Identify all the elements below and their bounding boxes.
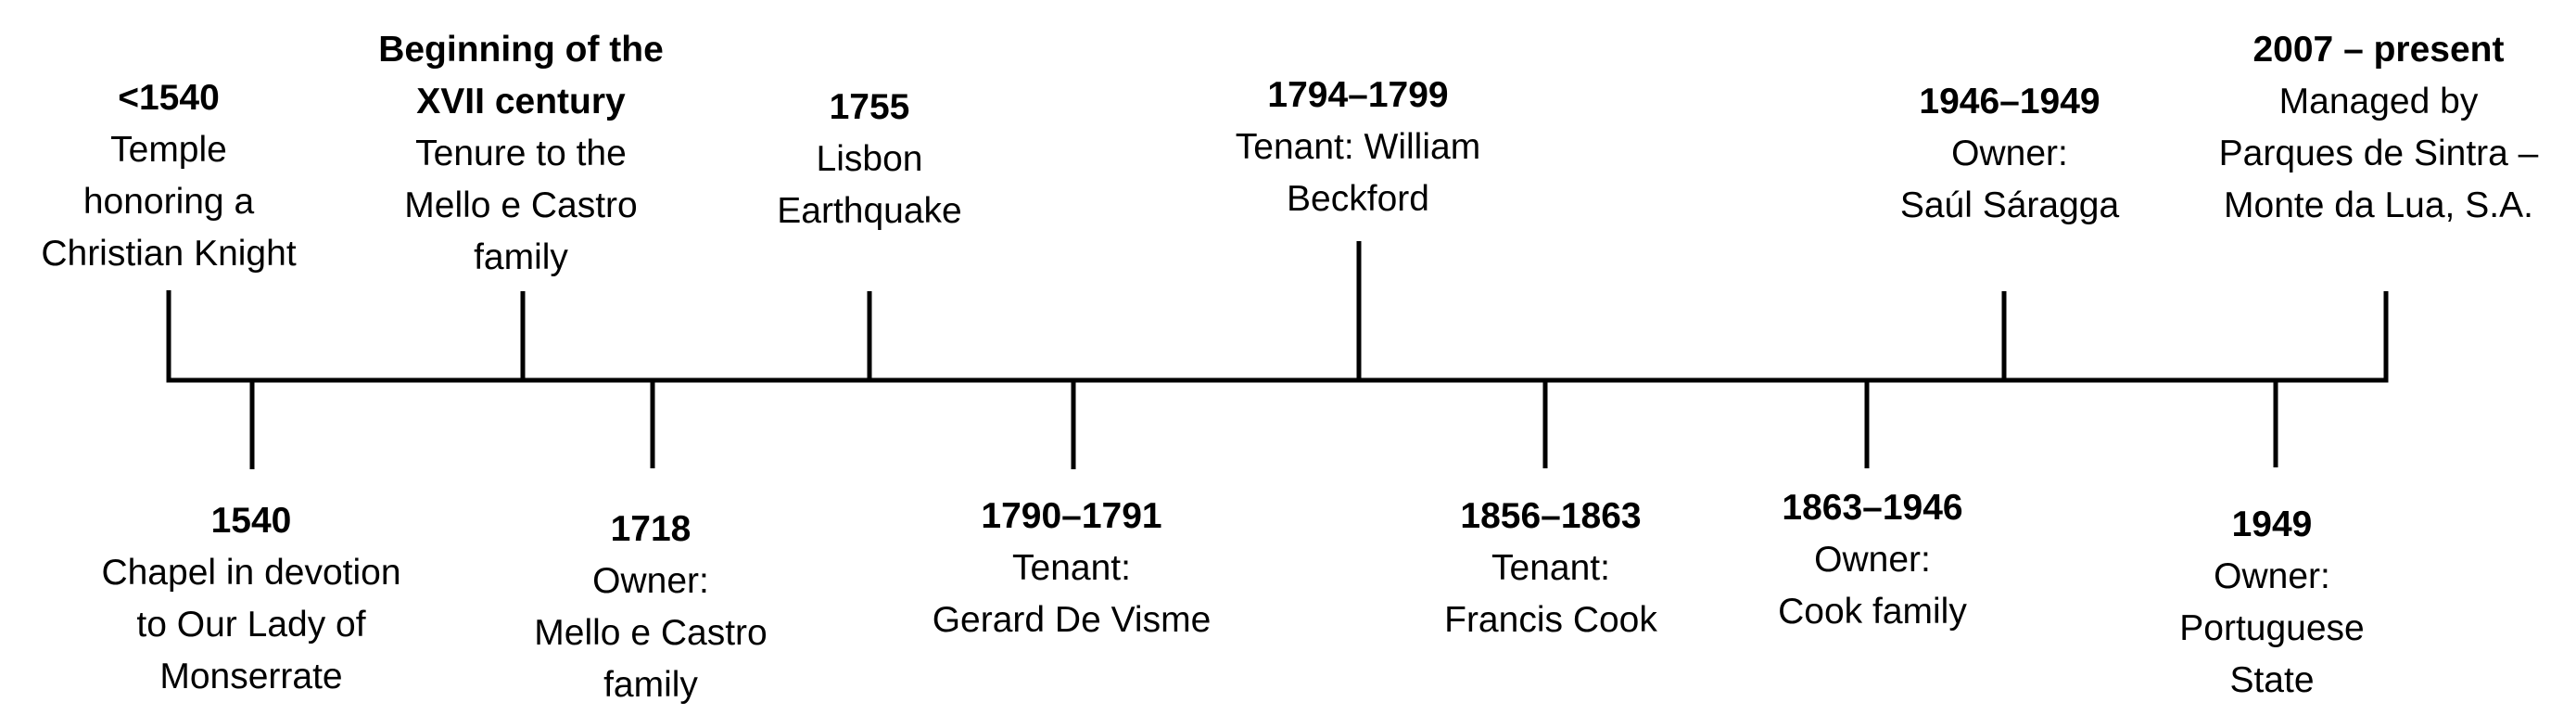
event-date: <1540 (118, 78, 220, 118)
event-label-1794-1799: 1794–1799 Tenant: William Beckford (1117, 70, 1599, 225)
event-description: Owner: Portuguese State (2179, 556, 2365, 700)
event-description: Lisbon Earthquake (777, 139, 962, 231)
event-description: Owner: Saúl Sáragga (1899, 134, 2120, 225)
event-date: 2007 – present (2252, 30, 2505, 70)
event-description: Owner: Mello e Castro family (534, 561, 768, 705)
event-date: 1856–1863 (1460, 496, 1642, 536)
event-date: 1718 (610, 509, 692, 549)
event-description: Chapel in devotion to Our Lady of Monser… (101, 553, 401, 696)
event-description: Tenure to the Mello e Castro family (404, 134, 638, 277)
event-date: 1946–1949 (1919, 82, 2100, 121)
event-label-1856-1863: 1856–1863 Tenant: Francis Cook (1310, 491, 1792, 646)
event-date: 1755 (829, 87, 910, 127)
event-label-1863-1946: 1863–1946 Owner: Cook family (1631, 482, 2113, 638)
event-date: 1790–1791 (981, 496, 1162, 536)
event-description: Temple honoring a Christian Knight (41, 130, 297, 274)
event-label-1946-1949: 1946–1949 Owner: Saúl Sáragga (1769, 76, 2251, 232)
event-date: 1540 (210, 501, 292, 541)
event-description: Owner: Cook family (1778, 540, 1967, 632)
event-label-1790-1791: 1790–1791 Tenant: Gerard De Visme (831, 491, 1313, 646)
event-label-2007-present: 2007 – present Managed by Parques de Sin… (2138, 24, 2576, 232)
event-label-1718: 1718 Owner: Mello e Castro family (410, 504, 892, 711)
event-date: Beginning of the XVII century (378, 30, 664, 121)
event-description: Tenant: Francis Cook (1444, 548, 1657, 640)
event-date: 1794–1799 (1267, 75, 1449, 115)
event-description: Managed by Parques de Sintra – Monte da … (2218, 82, 2539, 225)
event-label-1949: 1949 Owner: Portuguese State (2031, 499, 2513, 707)
event-date: 1863–1946 (1782, 488, 1963, 528)
event-label-xvii-century: Beginning of the XVII century Tenure to … (280, 24, 762, 284)
event-label-1755: 1755 Lisbon Earthquake (628, 82, 1110, 237)
event-date: 1949 (2231, 504, 2313, 544)
event-description: Tenant: Gerard De Visme (932, 548, 1212, 640)
event-label-1540: 1540 Chapel in devotion to Our Lady of M… (10, 495, 492, 703)
event-description: Tenant: William Beckford (1235, 127, 1481, 219)
event-label-pre-1540: <1540 Temple honoring a Christian Knight (0, 72, 410, 280)
